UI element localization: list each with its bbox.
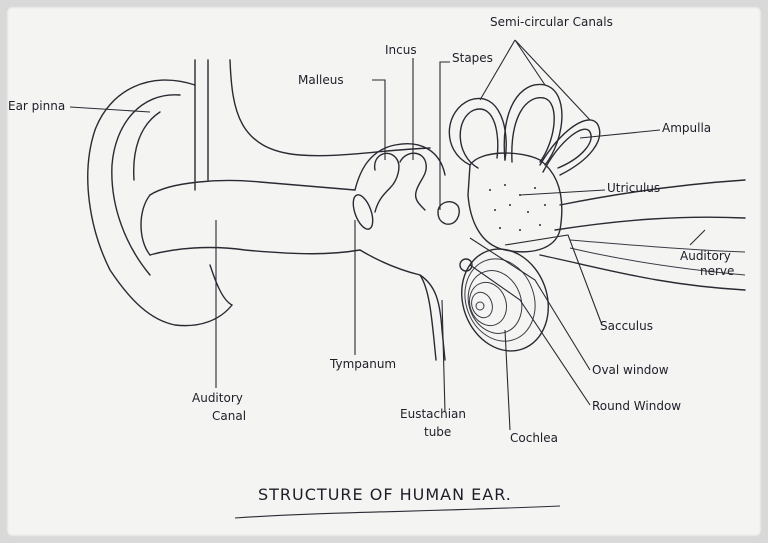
label-auditory-canal-1: Auditory (192, 391, 243, 405)
label-eustachian-1: Eustachian (400, 407, 466, 421)
semicircular-canals-shape (448, 83, 601, 176)
label-oval-window: Oval window (592, 363, 669, 377)
middle-ear-cavity (354, 143, 446, 361)
paper-sheet (6, 6, 762, 537)
ossicles (374, 152, 460, 225)
auditory-canal-shape (140, 179, 361, 306)
incus-shape (399, 152, 427, 211)
label-auditory-nerve-1: Auditory (680, 249, 731, 263)
label-incus: Incus (385, 43, 417, 57)
ear-pinna-shape (87, 59, 431, 327)
label-stapes: Stapes (452, 51, 493, 65)
label-eustachian-2: tube (424, 425, 451, 439)
leader-lines (69, 39, 706, 431)
label-round-window: Round Window (592, 399, 681, 413)
diagram-title: STRUCTURE OF HUMAN EAR. (258, 485, 512, 504)
vestibule-shape (467, 152, 563, 253)
malleus-shape (374, 152, 400, 213)
cochlea-shape (459, 248, 549, 352)
title-underline (234, 505, 561, 519)
label-malleus: Malleus (298, 73, 344, 87)
label-ear-pinna: Ear pinna (8, 99, 65, 113)
stapes-shape (437, 201, 460, 225)
auditory-nerve-shape (539, 179, 746, 291)
label-tympanum: Tympanum (329, 357, 396, 371)
label-auditory-canal-2: Canal (212, 409, 246, 423)
tympanum-shape (352, 194, 374, 230)
label-ampulla: Ampulla (662, 121, 711, 135)
label-auditory-nerve-2: nerve (700, 264, 734, 278)
round-window-shape (459, 258, 473, 272)
label-sacculus: Sacculus (600, 319, 653, 333)
label-cochlea: Cochlea (510, 431, 558, 445)
label-semicircular-canals: Semi-circular Canals (490, 15, 613, 29)
label-utriculus: Utriculus (607, 181, 660, 195)
